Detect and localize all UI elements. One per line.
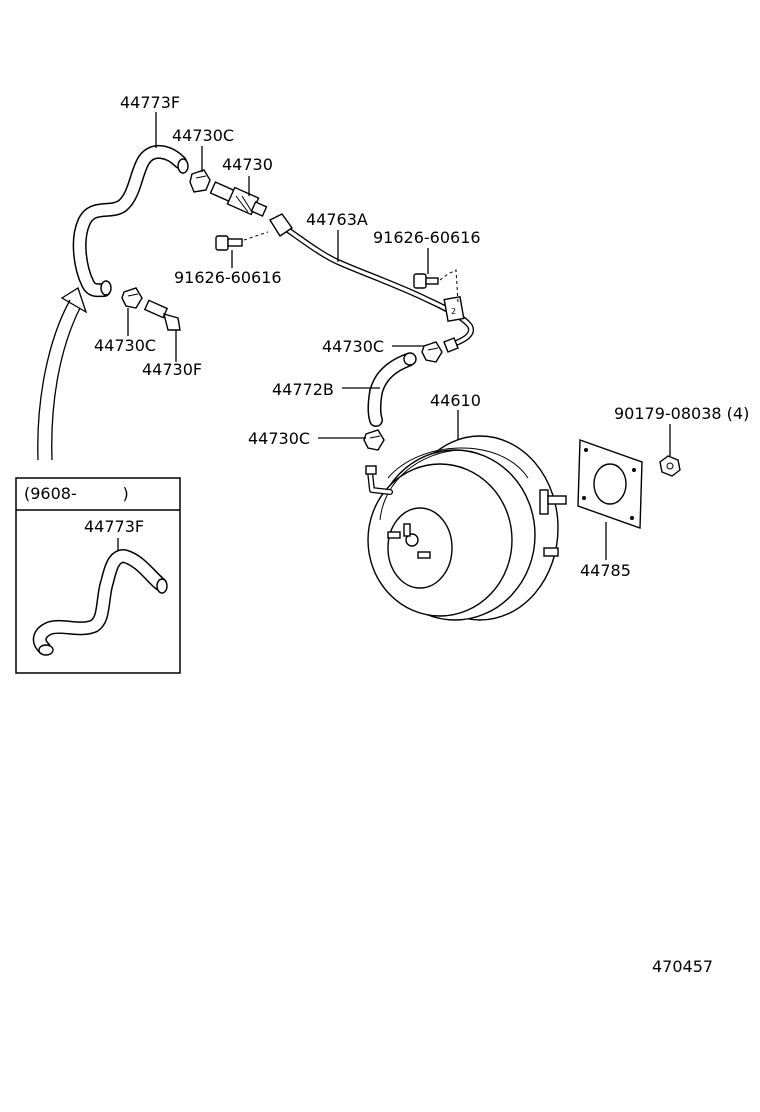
clamp-lower [363,429,385,451]
nut [659,455,681,477]
label-check-valve: 44730 [222,155,273,174]
clamp-mid [421,341,443,363]
label-clamp-top: 44730C [172,126,234,145]
vacuum-pipe: 2 [268,213,474,353]
bolt-left [215,231,269,251]
clamp-top [189,169,211,193]
label-nut: 90179-08038 (4) [614,404,749,423]
check-valve [209,181,268,217]
union-left [143,299,181,331]
label-clamp-lower: 44730C [248,429,310,448]
part-labels: 44773F 44730C 44730 44763A 91626-60616 9… [94,93,749,580]
svg-text:2: 2 [451,307,456,316]
label-vacuum-pipe: 44763A [306,210,368,229]
label-clamp-left: 44730C [94,336,156,355]
bolt-right [413,269,459,303]
label-bolt-left: 91626-60616 [174,268,282,287]
reference-arrow [37,287,88,461]
label-union-left: 44730F [142,360,202,379]
label-hose-upper: 44773F [120,93,180,112]
inset-box: (9608- ) 44773F [15,477,181,674]
label-booster: 44610 [430,391,481,410]
label-gasket: 44785 [580,561,631,580]
leader-lines [127,112,671,560]
figure-id: 470457 [652,957,713,976]
inset-hose-label: 44773F [84,517,144,536]
booster-gasket [577,439,643,529]
label-bolt-right: 91626-60616 [373,228,481,247]
clamp-left [121,287,143,309]
upper-vacuum-hose [72,145,189,298]
lower-vacuum-hose [367,352,417,427]
inset-range-label: (9608- ) [24,484,129,503]
brake-booster [365,435,567,621]
inset-hose [32,549,168,656]
label-clamp-mid: 44730C [322,337,384,356]
label-hose-lower: 44772B [272,380,334,399]
